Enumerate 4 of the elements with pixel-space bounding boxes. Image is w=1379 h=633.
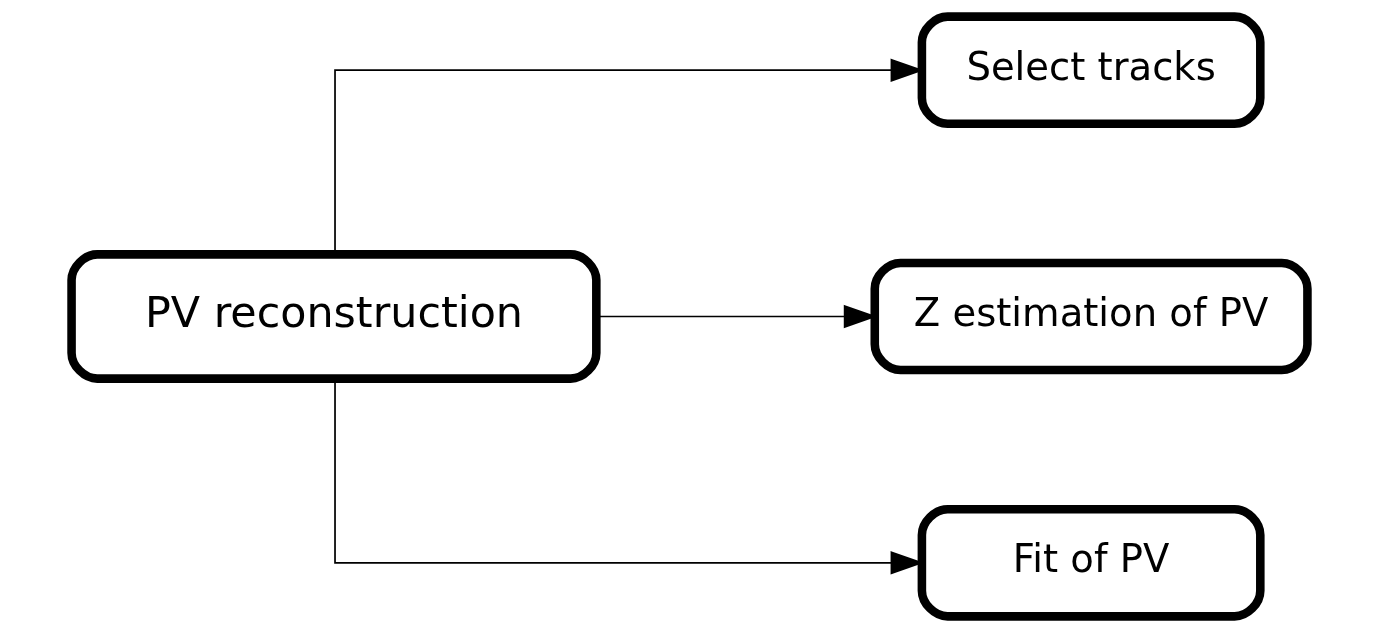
- node-box: PV reconstruction: [67, 250, 601, 383]
- node-box: Fit of PV: [917, 505, 1265, 621]
- node-box: Select tracks: [917, 12, 1265, 128]
- node-box: Z estimation of PV: [870, 258, 1312, 375]
